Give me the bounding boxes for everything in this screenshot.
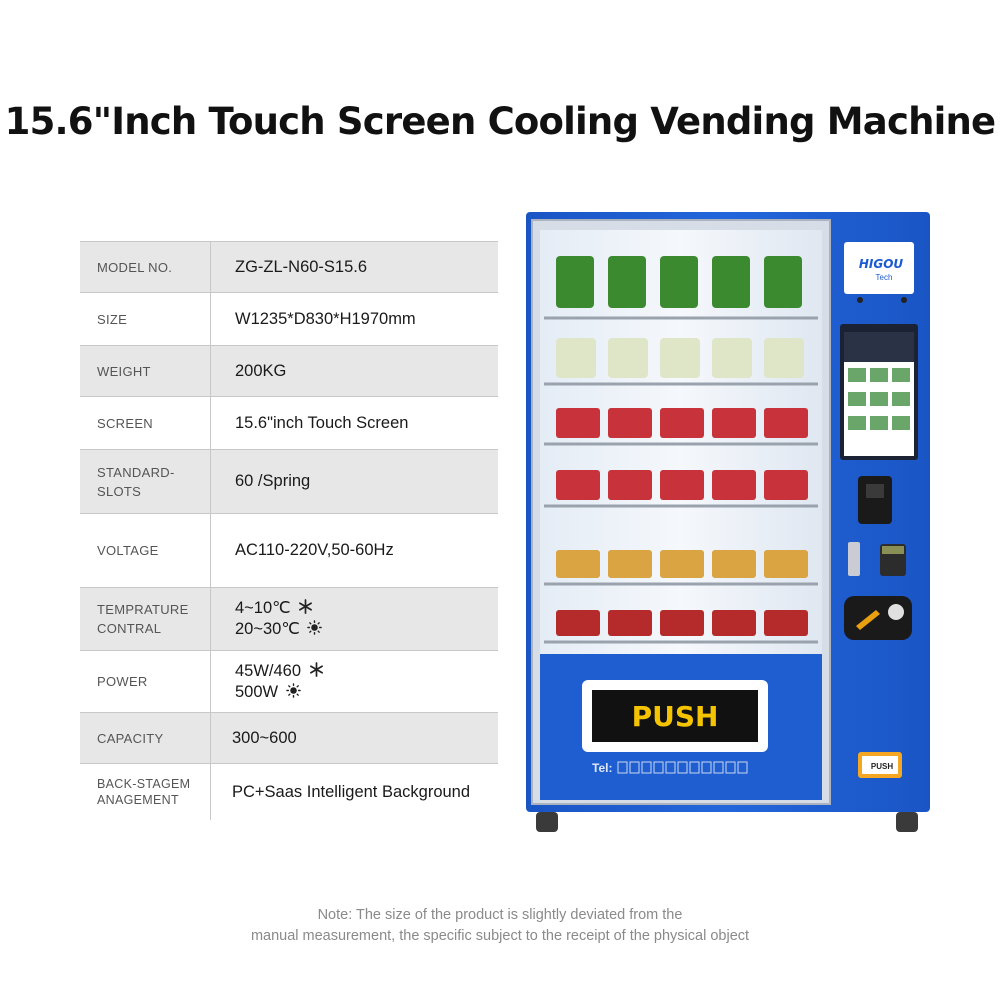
logo-plate <box>844 242 914 294</box>
spec-divider <box>210 764 211 820</box>
spec-row-screen: SCREEN 15.6"inch Touch Screen <box>80 397 498 449</box>
shelf-items-row-2 <box>556 338 804 378</box>
footnote-line: Note: The size of the product is slightl… <box>317 907 683 923</box>
spec-value: 300~600 <box>232 728 297 747</box>
spec-label-line: TEMPRATURE <box>97 602 189 617</box>
caster-wheels <box>536 812 918 832</box>
spec-value-line: 4~10℃ <box>235 598 322 619</box>
shelf-items-row-3 <box>556 408 808 438</box>
spec-value: 200KG <box>235 361 287 380</box>
spec-divider <box>210 346 211 396</box>
brand-logo-text: HIGOU <box>859 257 904 271</box>
spec-label: MODEL NO. <box>97 259 173 275</box>
spec-value: PC+Saas Intelligent Background <box>232 782 471 801</box>
shelf-items-row-5 <box>556 550 808 578</box>
spec-label-line: BACK-STAGEM <box>97 777 191 791</box>
spec-value: 4~10℃ 20~30℃ <box>210 598 323 640</box>
spec-value-line: 45W/460 <box>235 661 324 682</box>
vending-machine-image: PUSH Tel: HIGOU Tech PUSH <box>526 212 930 832</box>
spec-label-line: CONTRAL <box>97 621 162 636</box>
spec-table: MODEL NO. ZG-ZL-N60-S15.6 SIZE W1235*D83… <box>80 241 498 820</box>
shelf-rails <box>544 316 818 644</box>
spec-value-line: 500W <box>235 682 324 703</box>
card-reader <box>858 476 892 524</box>
spec-value: W1235*D830*H1970mm <box>235 309 416 328</box>
spec-label-line: SLOTS <box>97 483 142 499</box>
bill-slot <box>848 542 860 576</box>
spec-row-size: SIZE W1235*D830*H1970mm <box>80 293 498 345</box>
shelf-items-row-4 <box>556 470 808 500</box>
spec-divider <box>210 713 211 763</box>
spec-value: 15.6"inch Touch Screen <box>235 413 409 432</box>
coin-return <box>844 596 912 640</box>
spec-label: POWER <box>97 674 148 689</box>
sun-icon <box>285 682 301 698</box>
push-label: PUSH <box>632 700 719 733</box>
brand-logo-sub: Tech <box>876 273 893 282</box>
small-push-label: PUSH <box>871 762 893 771</box>
spec-row-weight: WEIGHT 200KG <box>80 345 498 397</box>
spec-row-temperature: TEMPRATURE CONTRAL 4~10℃ 20~30℃ <box>80 587 498 651</box>
tel-boxes <box>617 761 748 774</box>
spec-value-text: 20~30℃ <box>235 620 300 638</box>
spec-value: AC110-220V,50-60Hz <box>235 541 394 559</box>
spec-label: BACK-STAGEM ANAGEMENT <box>80 776 210 808</box>
tel-label: Tel: <box>592 761 612 775</box>
spec-value-text: 4~10℃ <box>235 599 291 617</box>
snowflake-icon <box>299 599 313 614</box>
spec-divider <box>210 242 211 292</box>
spec-value-text: 45W/460 <box>235 661 302 680</box>
spec-label: SIZE <box>97 311 128 327</box>
spec-value: ZG-ZL-N60-S15.6 <box>235 257 368 276</box>
spec-label-line: ANAGEMENT <box>97 793 179 807</box>
spec-divider <box>210 514 211 587</box>
spec-divider <box>210 651 211 712</box>
spec-label-line: STANDARD- <box>97 464 175 480</box>
spec-row-model: MODEL NO. ZG-ZL-N60-S15.6 <box>80 241 498 293</box>
shelf-items-row-1 <box>556 256 802 308</box>
spec-divider <box>210 293 211 345</box>
spec-divider <box>210 397 211 449</box>
footnote-line: manual measurement, the specific subject… <box>250 928 750 944</box>
spec-label: VOLTAGE <box>97 543 159 558</box>
footnote: Note: The size of the product is slightl… <box>0 905 1000 947</box>
spec-row-voltage: VOLTAGE AC110-220V,50-60Hz <box>80 514 498 587</box>
snowflake-icon <box>309 661 323 677</box>
spec-value-text: 500W <box>235 682 279 701</box>
spec-row-slots: STANDARD- SLOTS 60 /Spring <box>80 449 498 514</box>
spec-value: 60 /Spring <box>235 472 311 490</box>
spec-label: CAPACITY <box>97 730 164 746</box>
spec-value-line: 20~30℃ <box>235 619 323 640</box>
shelf-items-row-6 <box>556 610 808 636</box>
spec-label: SCREEN <box>97 415 153 431</box>
spec-divider <box>210 450 211 513</box>
spec-row-power: POWER 45W/460 500W <box>80 651 498 712</box>
spec-value: 45W/460 500W <box>210 661 324 703</box>
sun-icon <box>307 620 323 635</box>
page-title: 15.6"Inch Touch Screen Cooling Vending M… <box>4 100 996 143</box>
spec-divider <box>210 588 211 650</box>
spec-label: WEIGHT <box>97 363 151 379</box>
spec-label: STANDARD- SLOTS <box>80 463 210 501</box>
spec-row-backstage: BACK-STAGEM ANAGEMENT PC+Saas Intelligen… <box>80 764 498 820</box>
spec-label: TEMPRATURE CONTRAL <box>80 600 210 638</box>
spec-row-capacity: CAPACITY 300~600 <box>80 712 498 764</box>
